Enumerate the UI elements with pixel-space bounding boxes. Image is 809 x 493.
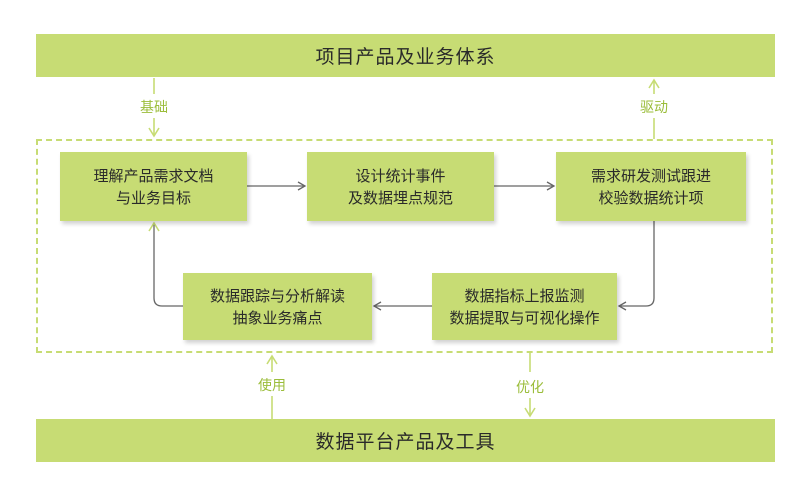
optimize-label: 优化 <box>514 377 546 397</box>
step-dev-test-followup: 需求研发测试跟进 校验数据统计项 <box>556 152 746 221</box>
step-understand-requirements-line1: 理解产品需求文档 <box>93 166 214 185</box>
step-tracking-analysis-line2: 抽象业务痛点 <box>232 308 323 327</box>
step-metric-monitoring-line2: 数据提取与可视化操作 <box>449 308 600 327</box>
process-loop-frame <box>36 139 773 353</box>
step-understand-requirements-line2: 与业务目标 <box>115 188 191 207</box>
step-dev-test-followup-line1: 需求研发测试跟进 <box>590 166 711 185</box>
arrow-box5-to-box1 <box>148 221 183 307</box>
data-platform-tools-bar: 数据平台产品及工具 <box>36 419 775 462</box>
arrow-box3-to-box4 <box>617 221 655 311</box>
top-bar-label: 项目产品及业务体系 <box>315 46 496 68</box>
step-tracking-analysis: 数据跟踪与分析解读 抽象业务痛点 <box>183 273 372 340</box>
step-metric-monitoring-line1: 数据指标上报监测 <box>464 286 585 305</box>
step-design-events-line2: 及数据埋点规范 <box>347 188 453 207</box>
project-business-system-bar: 项目产品及业务体系 <box>36 34 775 77</box>
use-label: 使用 <box>256 375 288 395</box>
drive-label: 驱动 <box>638 97 670 117</box>
step-tracking-analysis-line1: 数据跟踪与分析解读 <box>209 286 345 305</box>
step-metric-monitoring: 数据指标上报监测 数据提取与可视化操作 <box>432 273 617 340</box>
bottom-bar-label: 数据平台产品及工具 <box>315 431 496 453</box>
step-design-events: 设计统计事件 及数据埋点规范 <box>307 152 494 221</box>
step-dev-test-followup-line2: 校验数据统计项 <box>598 188 704 207</box>
step-understand-requirements: 理解产品需求文档 与业务目标 <box>60 152 247 221</box>
step-design-events-line1: 设计统计事件 <box>355 166 446 185</box>
foundation-label: 基础 <box>138 97 170 117</box>
